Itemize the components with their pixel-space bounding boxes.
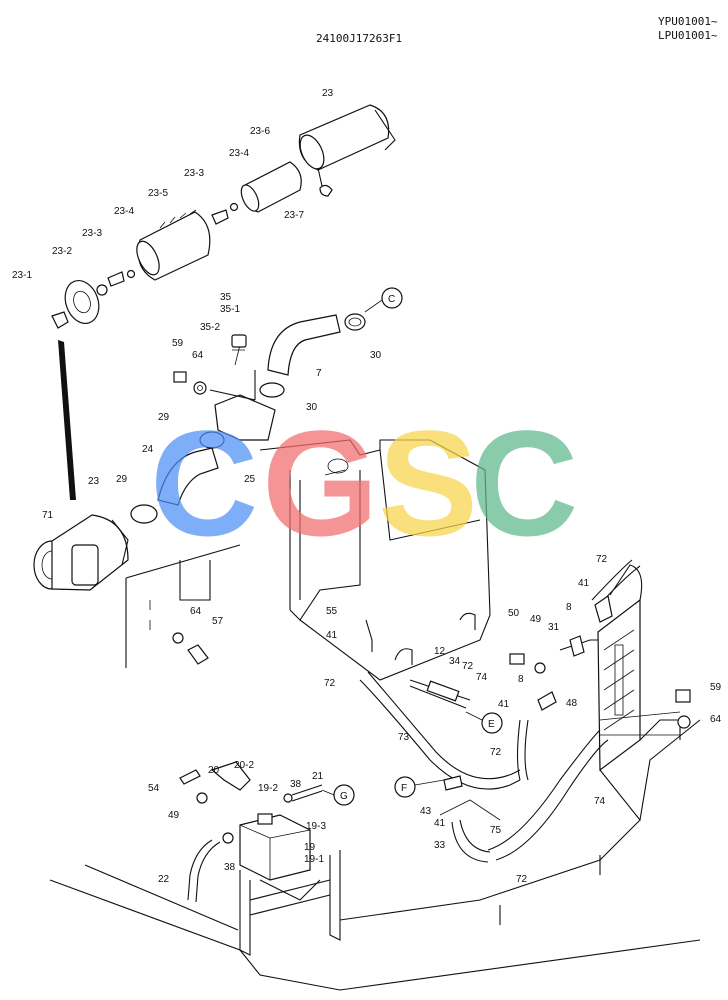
callout-g: G	[321, 784, 355, 806]
tank-structure	[259, 439, 491, 681]
part-label: 72	[596, 554, 608, 565]
part-label: 23-6	[250, 126, 270, 137]
part-label: 38	[224, 862, 236, 873]
cgsc-watermark: C G S C	[150, 399, 578, 567]
machine-base	[49, 719, 701, 991]
part-labels: 2323-623-423-323-523-723-423-323-223-135…	[12, 88, 722, 885]
watermark-letter-c2: C	[470, 399, 578, 567]
part-label: 41	[326, 630, 338, 641]
part-label: 74	[476, 672, 488, 683]
callout-e: E	[465, 711, 503, 734]
part-label: 31	[548, 622, 560, 633]
part-label: 55	[326, 606, 338, 617]
part-label: 74	[594, 796, 606, 807]
part-label: 57	[212, 616, 224, 627]
part-label: 19-1	[304, 854, 324, 865]
part-label: 23	[88, 476, 100, 487]
part-label: 22	[158, 874, 170, 885]
part-label: 35-2	[200, 322, 220, 333]
part-label: 72	[462, 661, 474, 672]
part-label: 50	[508, 608, 520, 619]
part-label: 19	[304, 842, 316, 853]
watermark-letter-s: S	[378, 399, 478, 567]
watermark-letter-c1: C	[150, 399, 258, 567]
part-label: 34	[449, 656, 461, 667]
part-label: 49	[530, 614, 542, 625]
part-label: 23-1	[12, 270, 32, 281]
part-label: 19-2	[258, 783, 278, 794]
watermark-letter-g: G	[262, 399, 379, 567]
callout-c-letter: C	[388, 294, 395, 305]
part-label: 21	[312, 771, 324, 782]
part-label: 38	[290, 779, 302, 790]
part-label: 23-3	[82, 228, 102, 239]
part-label: 73	[398, 732, 410, 743]
part-label: 23	[322, 88, 334, 99]
part-label: 54	[148, 783, 160, 794]
callout-g-letter: G	[340, 791, 348, 802]
part-label: 29	[158, 412, 170, 423]
callout-f: F	[394, 776, 445, 798]
part-label: 8	[518, 674, 524, 685]
part-label: 64	[710, 714, 722, 725]
part-label: 72	[324, 678, 336, 689]
part-label: 29	[116, 474, 128, 485]
part-label: 30	[306, 402, 318, 413]
part-label: 72	[490, 747, 502, 758]
part-label: 48	[566, 698, 578, 709]
part-label: 41	[578, 578, 590, 589]
part-label: 23-7	[284, 210, 304, 221]
part-label: 59	[172, 338, 184, 349]
part-label: 75	[490, 825, 502, 836]
part-label: 19-3	[306, 821, 326, 832]
part-label: 12	[434, 646, 446, 657]
part-label: 35	[220, 292, 232, 303]
hydraulic-hoses	[359, 559, 641, 863]
part-label: 43	[420, 806, 432, 817]
part-label: 25	[244, 474, 256, 485]
part-label: 64	[192, 350, 204, 361]
part-label: 20-2	[234, 760, 254, 771]
cooler-assembly	[509, 564, 691, 772]
part-label: 23-3	[184, 168, 204, 179]
callout-c: C	[364, 287, 403, 313]
part-label: 59	[710, 682, 722, 693]
serial-range-2: LPU01001~	[658, 29, 718, 42]
part-label: 30	[370, 350, 382, 361]
part-label: 64	[190, 606, 202, 617]
part-label: 7	[316, 368, 322, 379]
part-label: 23-5	[148, 188, 168, 199]
reservoir-assembly	[179, 761, 341, 956]
callout-e-letter: E	[488, 719, 495, 730]
part-label: 35-1	[220, 304, 240, 315]
callout-f-letter: F	[401, 783, 407, 794]
part-label: 72	[516, 874, 528, 885]
intake-piping	[130, 313, 366, 524]
part-label: 24	[142, 444, 154, 455]
part-label: 71	[42, 510, 54, 521]
lower-air-cleaner	[33, 514, 241, 668]
part-label: 8	[566, 602, 572, 613]
serial-range-1: YPU01001~	[658, 15, 718, 28]
air-cleaner-exploded	[51, 104, 396, 329]
part-label: 23-2	[52, 246, 72, 257]
part-label: 23-4	[114, 206, 134, 217]
part-label: 23-4	[229, 148, 249, 159]
part-label: 41	[434, 818, 446, 829]
part-label: 41	[498, 699, 510, 710]
assembly-arrow	[58, 340, 76, 500]
drawing-number: 24100J17263F1	[316, 32, 403, 45]
part-label: 20	[208, 765, 220, 776]
part-label: 33	[434, 840, 446, 851]
part-label: 49	[168, 810, 180, 821]
